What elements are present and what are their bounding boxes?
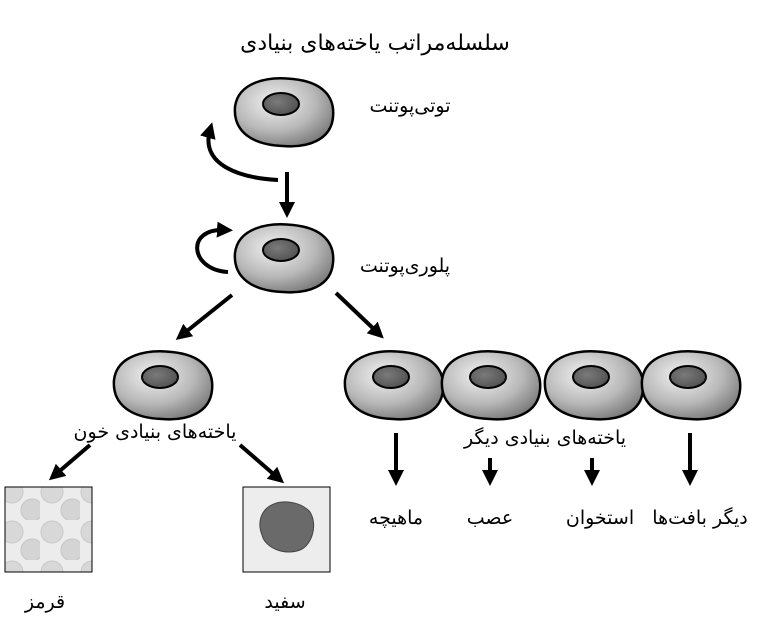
nerve-label: عصب bbox=[467, 507, 513, 529]
other-stem-cell bbox=[640, 350, 742, 421]
arrow-to-red-icon bbox=[48, 443, 92, 481]
white-blood-cell-nucleus bbox=[259, 501, 315, 553]
pluripotent-cell bbox=[233, 223, 335, 294]
arrow-to-other-icon bbox=[334, 291, 384, 339]
totipotent-cell bbox=[233, 77, 335, 148]
red-label: قرمز bbox=[24, 591, 65, 613]
bone-label: استخوان bbox=[566, 507, 634, 529]
red-blood-cell-image bbox=[4, 486, 93, 573]
arrow-to-blood-icon bbox=[175, 293, 234, 340]
white-label: سفید bbox=[264, 591, 305, 613]
blood-stem-cells-label: یاخته‌های بنیادی خون bbox=[74, 421, 237, 443]
blood-stem-cell bbox=[112, 350, 214, 421]
other-tissues-label: دیگر بافت‌ها bbox=[652, 506, 747, 529]
other-stem-cell bbox=[440, 350, 542, 421]
pluripotent-label: پلوری‌پوتنت bbox=[360, 255, 450, 277]
other-stem-cell bbox=[543, 350, 645, 421]
other-stem-cell bbox=[343, 350, 445, 421]
diagram-title: سلسله‌مراتب یاخته‌های بنیادی bbox=[240, 31, 510, 56]
muscle-label: ماهیچه bbox=[369, 507, 423, 529]
self-renewal-arrow-icon bbox=[195, 221, 233, 274]
self-renewal-arrow-icon bbox=[200, 122, 279, 182]
other-stem-cells-label: یاخته‌های بنیادی دیگر bbox=[463, 426, 626, 449]
totipotent-label: توتی‌پوتنت bbox=[369, 95, 450, 117]
arrow-to-white-icon bbox=[238, 443, 285, 484]
